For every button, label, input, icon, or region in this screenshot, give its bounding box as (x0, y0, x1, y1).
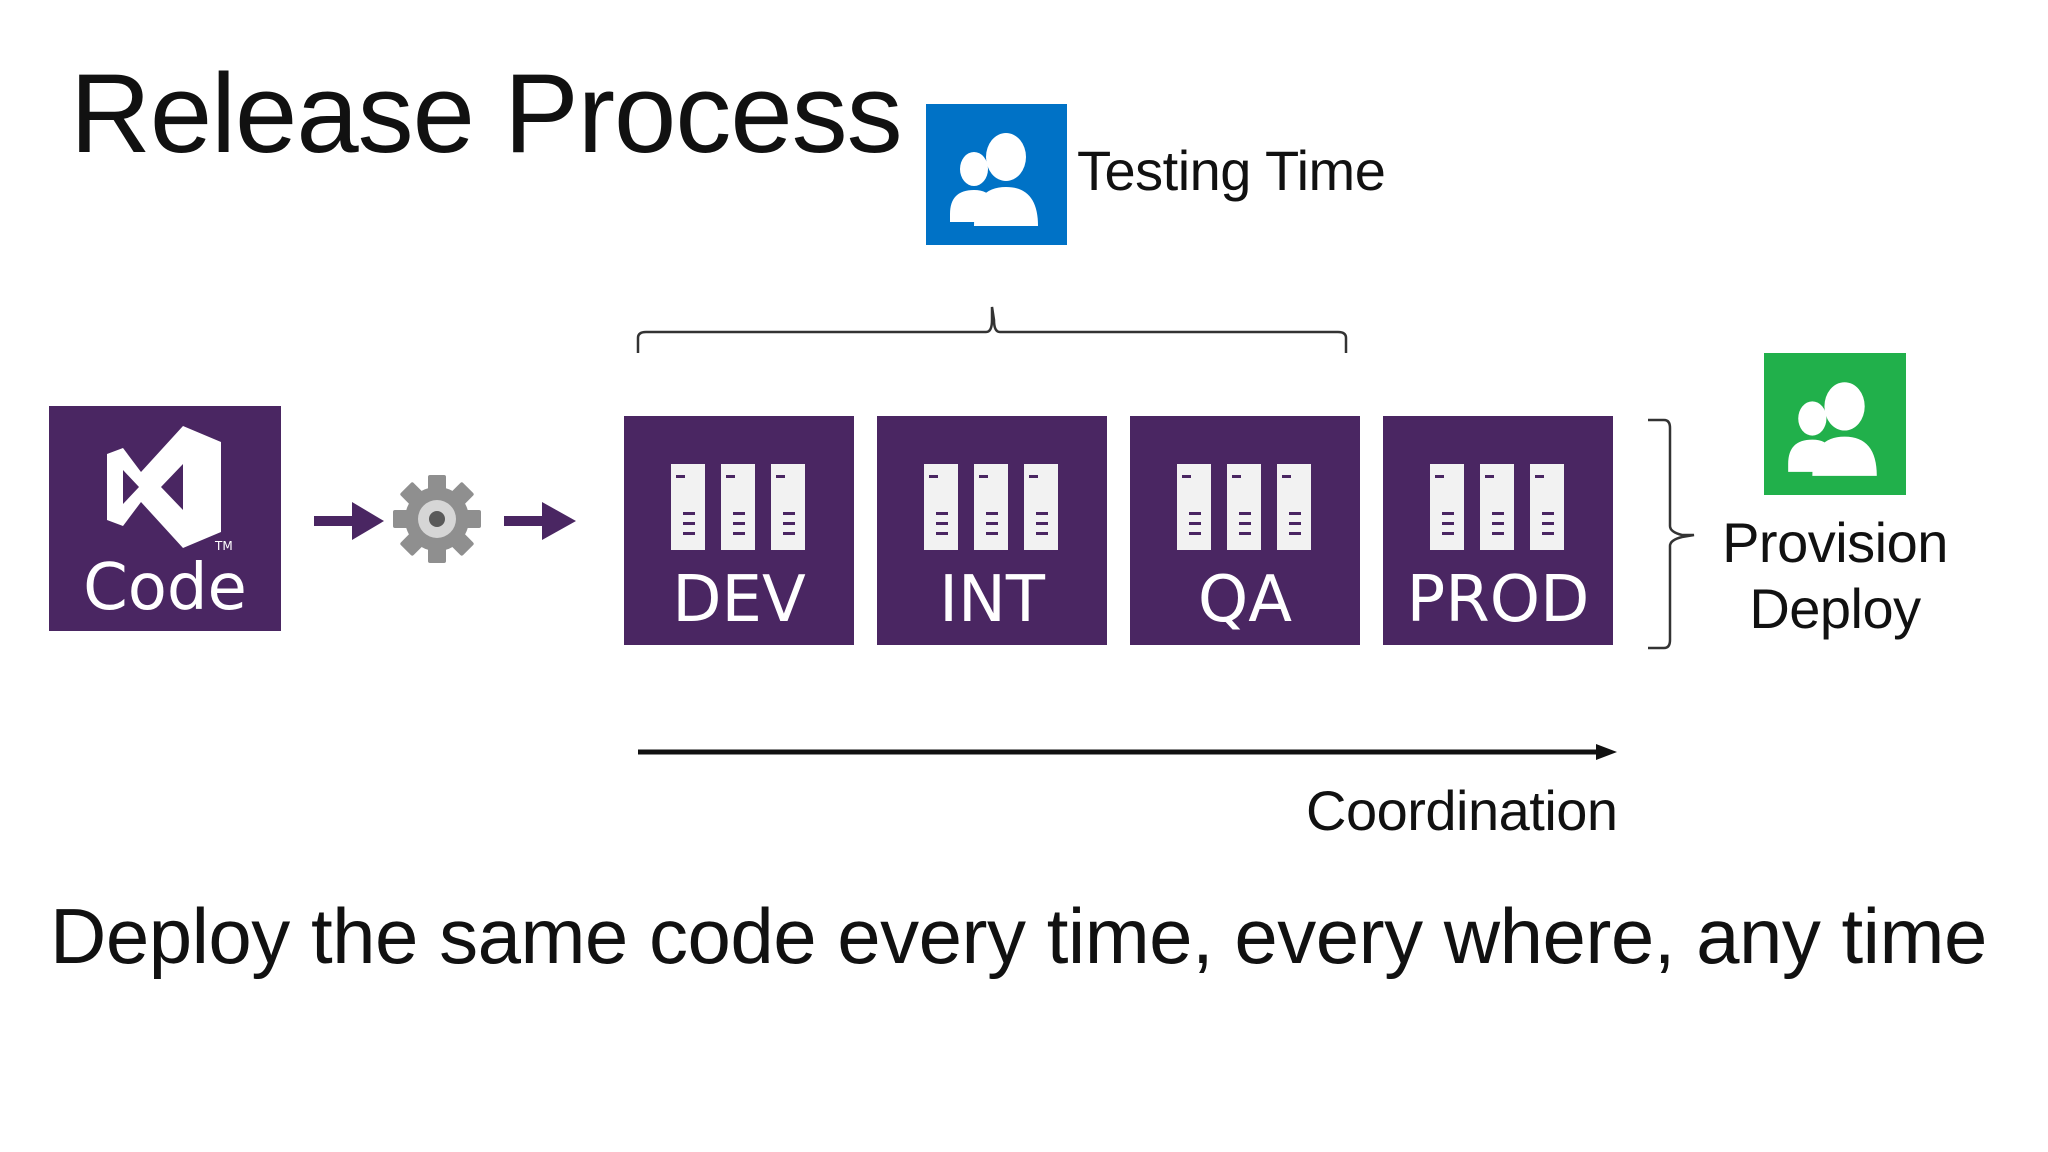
environment-int: INT (877, 416, 1107, 645)
deploy-text: Deploy (1749, 577, 1921, 640)
environment-qa: QA (1130, 416, 1360, 645)
server-rack-icon (924, 464, 1058, 550)
environment-label: INT (939, 563, 1045, 637)
slide-tagline: Deploy the same code every time, every w… (50, 892, 1987, 980)
server-rack-icon (1177, 464, 1311, 550)
coordination-label: Coordination (1306, 779, 1618, 842)
environment-label: PROD (1406, 563, 1590, 637)
environment-label: DEV (672, 563, 806, 637)
environment-dev: DEV (624, 416, 854, 645)
svg-text:TM: TM (214, 539, 233, 552)
environment-label: QA (1197, 563, 1293, 637)
server-rack-icon (1430, 464, 1564, 550)
provision-text: Provision (1722, 511, 1948, 574)
arrow-to-dev-icon (504, 502, 576, 540)
code-label: Code (83, 551, 247, 625)
coordination-arrow (638, 744, 1617, 760)
code-tile: TM Code (49, 406, 281, 631)
provision-users-icon (1764, 353, 1906, 495)
provision-deploy-label: Provision Deploy (1700, 510, 1970, 642)
arrow-to-gear-icon (314, 502, 384, 540)
visual-studio-logo-icon: TM (107, 426, 233, 552)
environment-prod: PROD (1383, 416, 1613, 645)
server-rack-icon (671, 464, 805, 550)
slide-title: Release Process (70, 51, 903, 176)
testing-time-label: Testing Time (1077, 139, 1386, 202)
testing-users-icon (926, 104, 1067, 245)
provision-brace (1648, 418, 1695, 650)
gear-icon (393, 475, 481, 563)
testing-brace (636, 306, 1348, 353)
